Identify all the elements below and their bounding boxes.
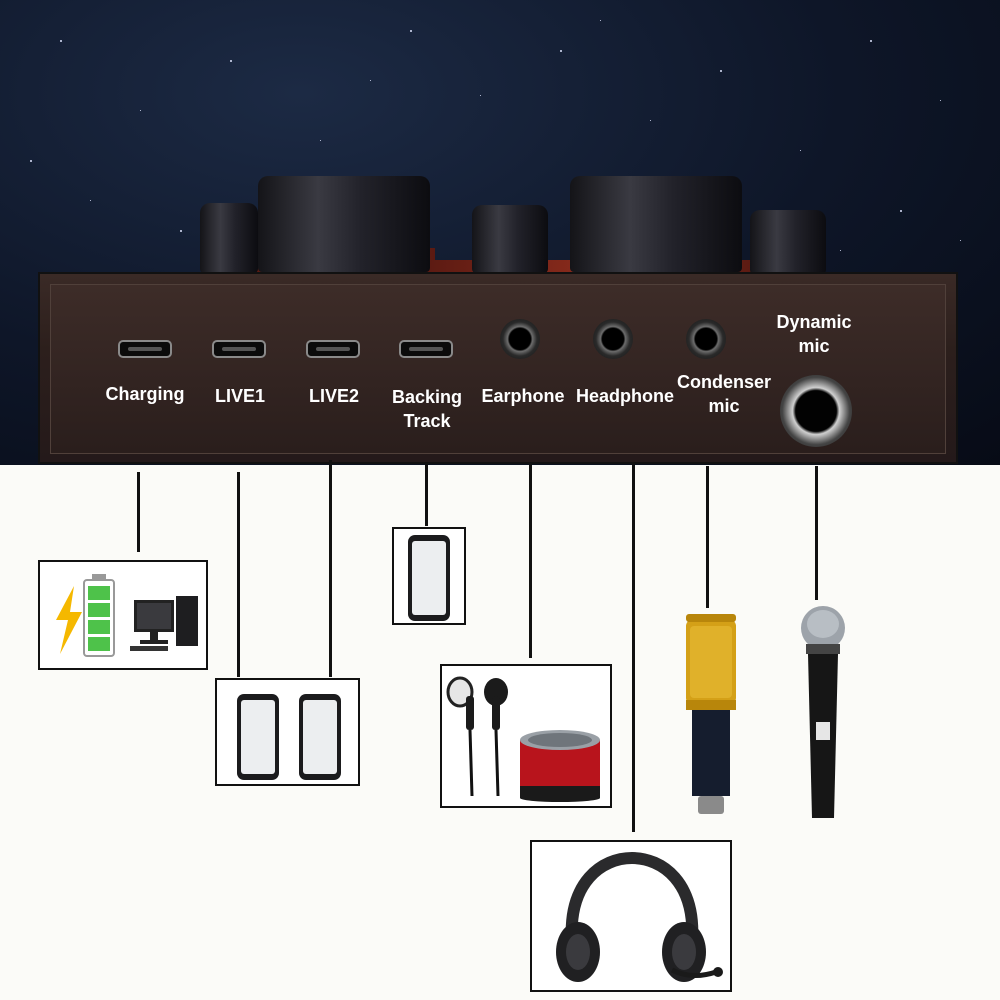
headset-icon (556, 851, 723, 982)
headphone-device-box (530, 840, 732, 992)
live1-port[interactable] (212, 340, 266, 358)
connector-line-live1 (237, 472, 240, 677)
live-phones-box (215, 678, 360, 786)
connector-line-earphone (529, 462, 532, 658)
smartphone-icon (408, 535, 450, 621)
charging-device-box (38, 560, 208, 670)
large-knob[interactable] (570, 176, 742, 272)
smartphone-icon (299, 694, 341, 780)
backing-track-phone-box (392, 527, 466, 625)
small-knob[interactable] (200, 203, 258, 273)
connector-line-dynamic-mic (815, 466, 818, 600)
dynamic-label-line2: mic (798, 336, 830, 356)
live1-label: LIVE1 (214, 386, 266, 406)
large-knob[interactable] (258, 176, 430, 272)
smartphone-icon (237, 694, 279, 780)
live2-label: LIVE2 (308, 386, 360, 406)
connector-line-condenser-mic (706, 466, 709, 608)
dynamic-mic-icon (801, 606, 845, 818)
backing-label-line1: Backing (391, 387, 463, 407)
condenser-mic-icon (686, 614, 736, 814)
backing-label-line2: Track (403, 411, 451, 431)
headphone-jack[interactable] (593, 319, 633, 359)
charging-label: Charging (105, 384, 185, 404)
connector-line-backing-track (425, 462, 428, 526)
condenser-mic-jack[interactable] (686, 319, 726, 359)
desktop-computer-icon (130, 596, 198, 651)
battery-icon (56, 574, 115, 657)
condenser-label-line2: mic (708, 396, 740, 416)
condenser-label-line1: Condenser (676, 372, 772, 392)
small-knob[interactable] (472, 205, 548, 273)
dynamic-mic-jack[interactable] (780, 375, 852, 447)
connector-line-headphone (632, 464, 635, 832)
dynamic-mic-label: Dynamic mic (768, 310, 860, 358)
connector-line-live2 (329, 460, 332, 677)
charging-port[interactable] (118, 340, 172, 358)
earphone-device-box (440, 664, 612, 808)
small-knob[interactable] (750, 210, 826, 274)
backing-track-label: Backing Track (381, 385, 473, 433)
live2-port[interactable] (306, 340, 360, 358)
backing-track-port[interactable] (399, 340, 453, 358)
dynamic-label-line1: Dynamic (776, 312, 852, 332)
speaker-icon (520, 730, 600, 802)
condenser-mic-label: Condenser mic (672, 370, 776, 418)
headphone-label: Headphone (575, 386, 674, 406)
earbuds-icon (446, 676, 508, 797)
earphone-jack[interactable] (500, 319, 540, 359)
connector-line-charging (137, 472, 140, 552)
earphone-label: Earphone (481, 386, 565, 406)
